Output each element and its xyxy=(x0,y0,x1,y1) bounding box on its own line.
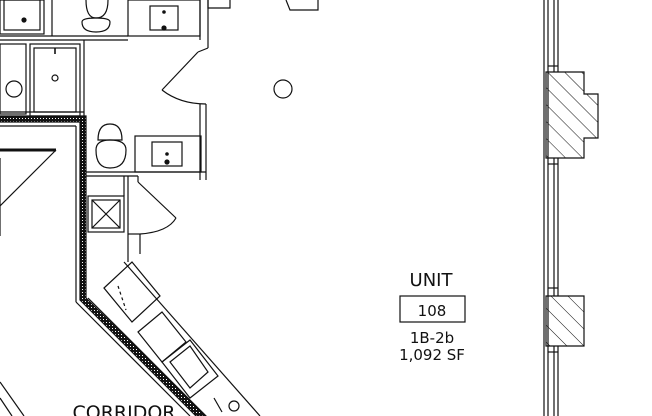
unit-heading: UNIT xyxy=(410,270,454,291)
kitchen-sink xyxy=(161,339,219,399)
exterior-wall xyxy=(543,0,599,416)
range-burner-icon xyxy=(228,400,240,412)
entry-door xyxy=(161,47,209,180)
unit-number: 108 xyxy=(418,302,447,320)
corridor-wall xyxy=(0,111,207,416)
mechanical-closet xyxy=(87,176,177,235)
column-upper xyxy=(545,71,599,159)
upper-bathroom xyxy=(0,0,319,48)
unit-number-box xyxy=(399,295,466,323)
floor-drain-icon xyxy=(5,80,23,98)
lower-toilet-icon xyxy=(97,123,123,141)
lower-bathroom xyxy=(83,40,206,177)
upper-toilet-icon xyxy=(85,0,109,19)
column-lower xyxy=(545,295,585,347)
corridor-label: CORRIDOR xyxy=(72,402,175,416)
unit-type: 1B-2b xyxy=(410,329,454,347)
unit-area: 1,092 SF xyxy=(399,346,465,364)
corridor-stair xyxy=(0,148,57,416)
ceiling-light-icon xyxy=(273,79,293,99)
shower-stall xyxy=(0,43,81,117)
